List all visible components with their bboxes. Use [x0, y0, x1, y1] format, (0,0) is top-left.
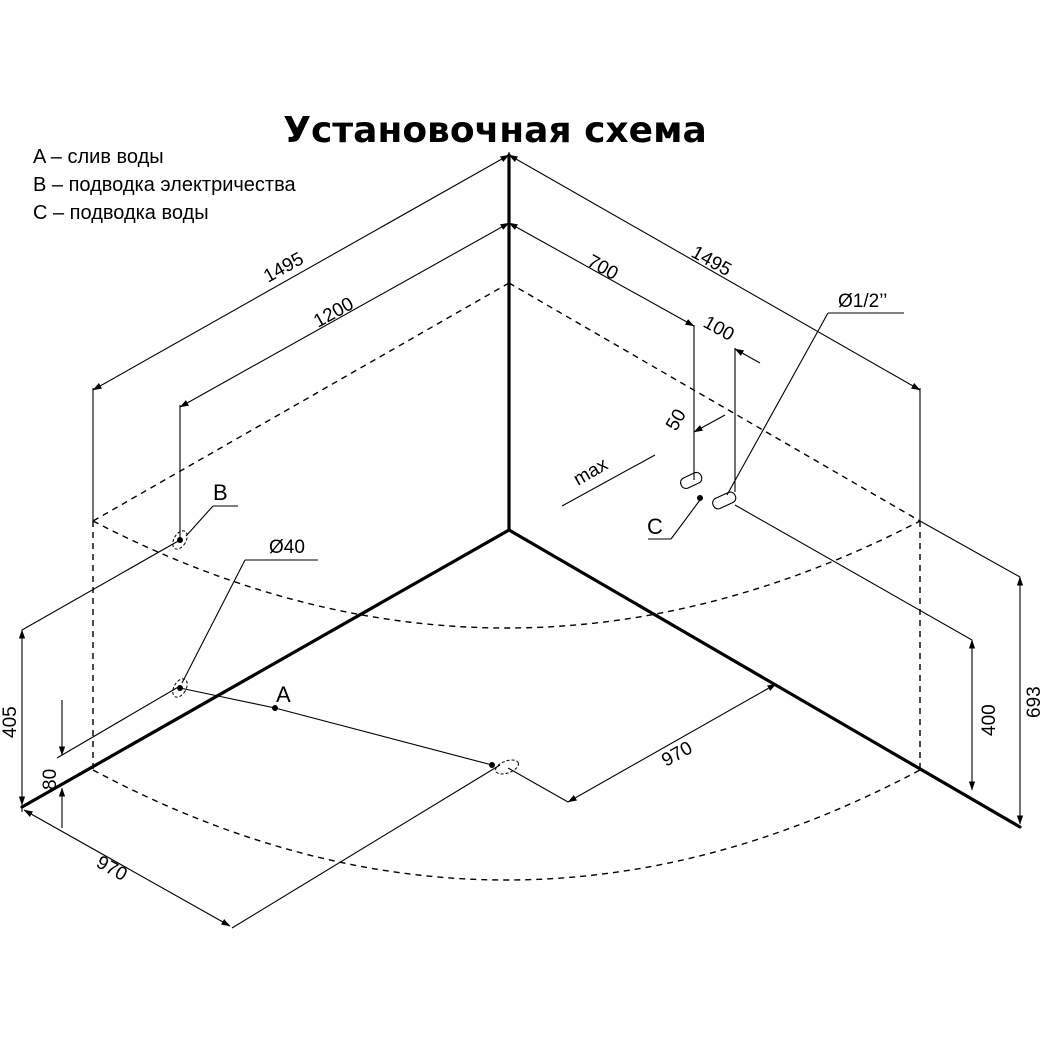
- dim-100: 100: [700, 312, 738, 346]
- dim-80: 80: [40, 769, 61, 790]
- legend-item-a: A – слив воды: [33, 146, 164, 168]
- dim-405: 405: [0, 706, 21, 738]
- page-title: Установочная схема: [283, 110, 707, 151]
- legend-item-b: B – подводка электричества: [33, 174, 296, 196]
- extension-lines: [21, 152, 1021, 929]
- room-corner-lines: [20, 153, 1022, 829]
- dim-400: 400: [979, 704, 1000, 736]
- dimension-lines: [18, 154, 1024, 927]
- drain-center-dot: [489, 762, 495, 768]
- port-electrical-b: [172, 530, 188, 550]
- bath-outline-dashed: [92, 282, 921, 881]
- dim-693: 693: [1024, 686, 1042, 718]
- dim-970-front: 970: [93, 852, 131, 886]
- dim-970-bottom: 970: [658, 738, 696, 772]
- point-c-dot: [697, 495, 703, 501]
- point-a-dot: [272, 705, 278, 711]
- drain-port: [495, 759, 519, 775]
- dim-diameter-half-inch: Ø1/2’’: [838, 291, 887, 312]
- legend-item-c: C – подводка воды: [33, 202, 209, 224]
- dim-diameter-40: Ø40: [269, 537, 305, 558]
- label-point-c: C: [647, 514, 663, 539]
- dim-1495-right: 1495: [688, 242, 735, 281]
- dim-max: max: [570, 454, 612, 490]
- dim-50: 50: [662, 406, 691, 435]
- leader-lines: [181, 312, 904, 684]
- dim-1200: 1200: [310, 294, 357, 333]
- dim-700: 700: [584, 251, 622, 285]
- water-pipe-right: [712, 491, 737, 510]
- dim-1495-left: 1495: [260, 249, 307, 288]
- label-point-a: A: [276, 682, 291, 707]
- label-point-b: B: [213, 480, 228, 505]
- water-pipe-left: [680, 471, 703, 489]
- overflow-port-d40: [172, 678, 188, 698]
- drain-path: [179, 687, 495, 768]
